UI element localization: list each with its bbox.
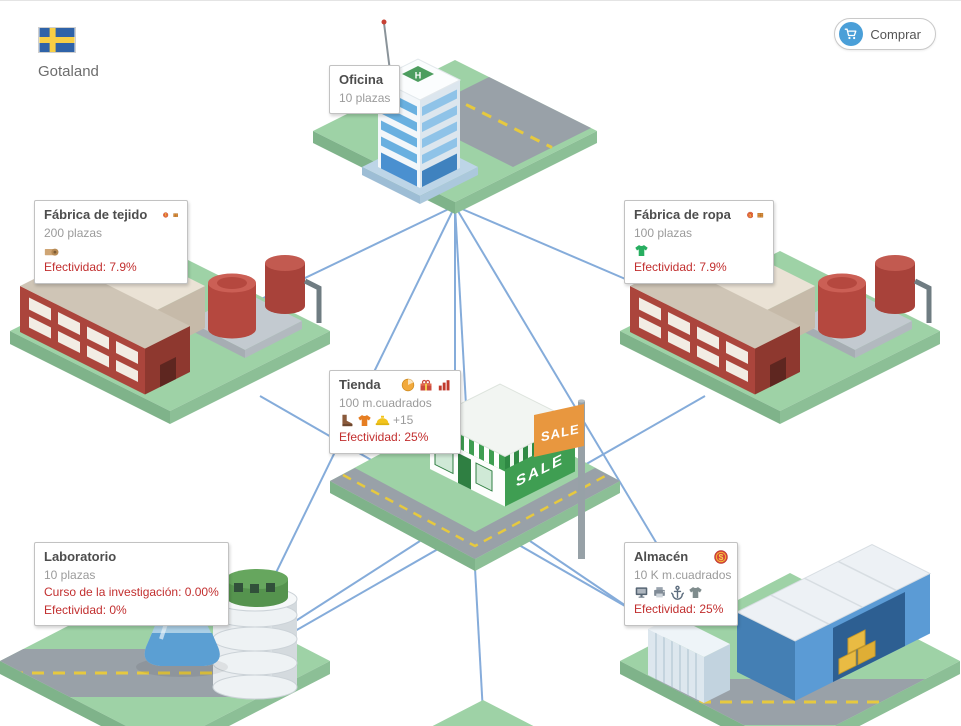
card-effectiveness: Efectividad: 25% [339,429,451,446]
card-size: 10 plazas [339,90,390,107]
region-name: Gotaland [38,63,99,80]
building-card-fabrica-tejido[interactable]: Fábrica de tejido 200 plazas Efectividad… [34,200,188,284]
fabric-roll-icon [44,243,59,258]
money-icon [747,208,754,222]
card-size: 10 plazas [44,567,219,584]
computer-icon [634,585,649,600]
building-card-laboratorio[interactable]: Laboratorio 10 plazas Curso de la invest… [34,542,229,626]
tshirt-icon [357,413,372,428]
hardhat-icon [375,413,390,428]
card-title: Tienda [339,376,381,395]
building-card-almacen[interactable]: Almacén 10 K m.cuadrados Efectividad: 25… [624,542,738,626]
card-effectiveness: Efectividad: 25% [634,601,728,618]
card-title: Laboratorio [44,548,116,567]
card-size: 200 plazas [44,225,178,242]
boot-icon [339,413,354,428]
card-size: 100 m.cuadrados [339,395,451,412]
building-card-oficina[interactable]: Oficina 10 plazas [329,65,400,114]
buy-button-label: Comprar [870,27,921,42]
card-effectiveness: Efectividad: 7.9% [634,259,764,276]
card-effectiveness: Efectividad: 7.9% [44,259,178,276]
card-effectiveness: Efectividad: 0% [44,602,219,619]
tshirt-icon [634,243,649,258]
money-icon [163,208,168,222]
extra-products-count: +15 [393,412,413,429]
bar-chart-icon [437,378,451,392]
appliance-icon [652,585,667,600]
anchor-icon [670,585,685,600]
goods-icon [757,208,764,222]
building-oficina[interactable]: H [313,20,597,215]
sweden-flag-icon [38,27,76,53]
buy-button[interactable]: Comprar [834,18,936,50]
antenna-icon [384,23,390,71]
card-size: 100 plazas [634,225,764,242]
gift-icon [419,378,433,392]
empty-tile [421,700,545,726]
card-title: Fábrica de ropa [634,206,731,225]
cart-icon [839,22,863,46]
card-title: Oficina [339,71,383,90]
building-card-tienda[interactable]: Tienda 100 m.cuadrados +15 Efectividad: … [329,370,461,454]
money-icon [714,550,728,564]
building-card-fabrica-ropa[interactable]: Fábrica de ropa 100 plazas Efectividad: … [624,200,774,284]
helipad-letter: H [415,71,422,81]
card-size: 10 K m.cuadrados [634,567,728,584]
card-title: Almacén [634,548,688,567]
region-info: Gotaland [38,27,99,80]
card-research-progress: Curso de la investigación: 0.00% [44,584,219,601]
pie-chart-icon [401,378,415,392]
clothing-icon [688,585,703,600]
goods-icon [173,208,178,222]
card-title: Fábrica de tejido [44,206,147,225]
